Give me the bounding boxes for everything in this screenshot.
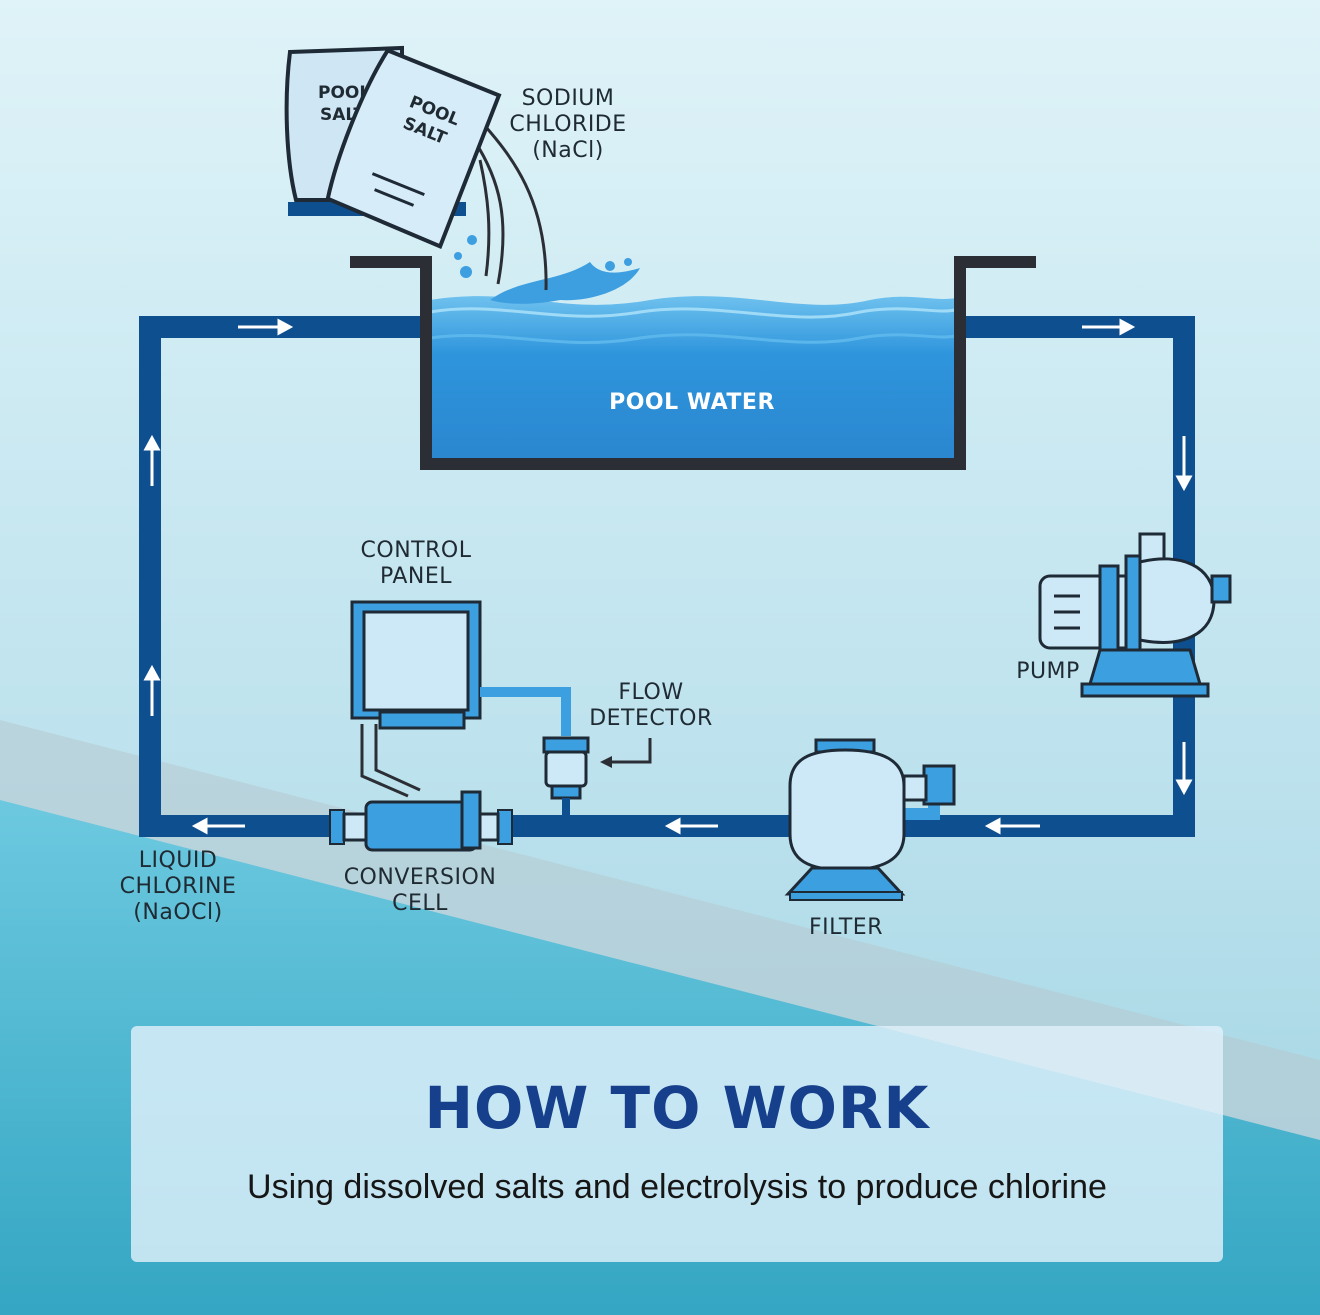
svg-text:(NaOCl): (NaOCl) [133,900,222,925]
arrow-left-icon [664,817,718,835]
salt-bag-front: POOL SALT [325,47,502,249]
flow-detector: FLOW DETECTOR [542,680,713,816]
svg-text:(NaCl): (NaCl) [532,138,604,163]
svg-text:CHLORINE: CHLORINE [120,874,237,899]
arrow-right-icon [1082,318,1136,336]
info-panel: HOW TO WORK Using dissolved salts and el… [131,1026,1223,1262]
liquid-chlorine-label: LIQUID CHLORINE (NaOCl) [120,848,237,925]
salt-stream [472,116,548,291]
pool-basin: POOL WATER [350,256,1036,470]
svg-text:DETECTOR: DETECTOR [589,706,713,731]
svg-text:PUMP: PUMP [1016,659,1080,684]
arrow-left-icon [984,817,1040,835]
salt-bags: POOL SALT POOL SALT [284,45,502,249]
arrow-down-icon [1175,436,1193,492]
info-subtitle: Using dissolved salts and electrolysis t… [247,1168,1107,1206]
sodium-chloride-label: SODIUM CHLORIDE (NaCl) [509,86,626,163]
info-title: HOW TO WORK [424,1074,930,1142]
flow-arrows [143,318,1193,835]
svg-text:FILTER: FILTER [809,915,883,940]
conversion-cell: CONVERSION CELL [329,790,513,916]
pointer-arrow-icon [610,738,652,764]
svg-text:FLOW: FLOW [618,680,683,705]
arrow-up-icon [143,434,161,486]
control-panel: CONTROL PANEL [350,538,571,798]
arrow-left-icon [191,817,245,835]
svg-text:SODIUM: SODIUM [522,86,615,111]
arrow-up-icon [143,664,161,716]
svg-text:POOL: POOL [318,83,370,103]
svg-text:CONVERSION: CONVERSION [344,865,497,890]
svg-text:CONTROL: CONTROL [361,538,472,563]
svg-text:CELL: CELL [392,891,448,916]
pool-pump: PUMP [1016,532,1232,698]
svg-text:LIQUID: LIQUID [139,848,218,873]
pool-water-label: POOL WATER [609,390,775,415]
arrow-right-icon [238,318,294,336]
svg-text:CHLORIDE: CHLORIDE [509,112,626,137]
sand-filter: FILTER [784,738,956,940]
svg-text:PANEL: PANEL [380,564,452,589]
arrow-down-icon [1175,742,1193,796]
splash [454,235,640,304]
